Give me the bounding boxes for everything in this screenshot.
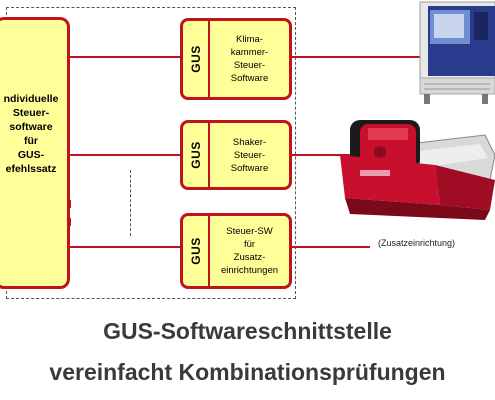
title-line-2: vereinfacht Kombinationsprüfungen <box>49 359 446 385</box>
gus-module-label: Shaker- Steuer- Software <box>230 136 269 174</box>
title-line-1: GUS-Softwareschnittstelle <box>103 318 392 344</box>
shaker-image <box>340 120 495 220</box>
gus-divider <box>208 21 210 97</box>
individual-control-software-label: ndividuelle Steuer- software für GUS- ef… <box>3 93 59 175</box>
gus-module-label: Klima- kammer- Steuer- Software <box>230 34 269 84</box>
gus-module-shaker: GUS Shaker- Steuer- Software <box>180 120 292 190</box>
gus-tag: GUS <box>188 237 203 265</box>
gus-divider <box>208 216 210 286</box>
wire-main-to-shaker <box>70 154 180 156</box>
continuation-dashes <box>130 170 131 236</box>
gus-tag: GUS <box>188 45 203 73</box>
climate-chamber-image <box>419 1 495 104</box>
gus-module-label: Steuer-SW für Zusatz- einrichtungen <box>220 226 279 276</box>
gus-module-climate: GUS Klima- kammer- Steuer- Software <box>180 18 292 100</box>
wire-gus-to-climate <box>292 56 422 58</box>
wire-gus-to-shaker <box>292 154 350 156</box>
wire-gus-to-extra <box>292 246 370 248</box>
gus-module-extra: GUS Steuer-SW für Zusatz- einrichtungen <box>180 213 292 289</box>
extra-device-label: (Zusatzeinrichtung) <box>378 238 456 248</box>
gus-divider <box>208 123 210 187</box>
individual-control-software-block <box>0 17 70 289</box>
gus-tag: GUS <box>188 141 203 169</box>
wire-main-to-extra <box>70 246 180 248</box>
wire-main-to-climate <box>70 56 180 58</box>
